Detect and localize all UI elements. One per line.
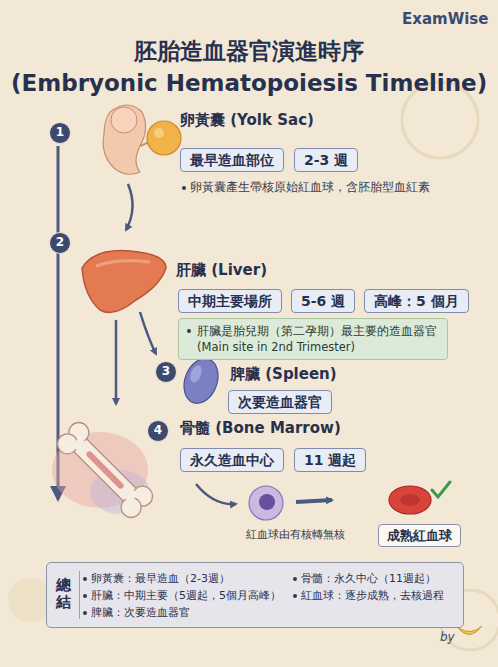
summary-panel: 總結 卵黃囊：最早造血（2-3週） 肝臟：中期主要（5週起，5個月高峰） 脾臟：次要造…	[46, 562, 464, 628]
callout-number: 2	[49, 232, 71, 254]
node-text: 最早造血部位	[190, 151, 274, 169]
stage-heading: 脾臟 (Spleen)	[230, 364, 337, 384]
stage-heading: 骨髓 (Bone Marrow)	[180, 418, 341, 438]
node-text: 永久造血中心	[190, 451, 274, 469]
bullet-dot	[293, 594, 297, 598]
caption-text: 紅血球由有核轉無核	[246, 528, 345, 542]
node-text: 卵黃囊：最早造血（2-3週）	[91, 572, 230, 586]
bullet-dot	[83, 611, 87, 615]
main-title: 胚胎造血器官演進時序	[134, 36, 364, 66]
callout-number: 1	[49, 122, 71, 144]
node-text: 紅血球：逐步成熟，去核過程	[301, 589, 444, 603]
divider-line	[79, 571, 80, 619]
bullet-dot	[293, 577, 297, 581]
info-tag: 高峰：5 個月	[364, 289, 469, 313]
subtitle: (Embryonic Hematopoiesis Timeline)	[11, 68, 487, 98]
node-text: 成熟紅血球	[387, 527, 452, 544]
info-tag: 永久造血中心	[180, 448, 284, 472]
node-text: 骨髓：永久中心（11週起）	[301, 572, 436, 586]
node-text: 2-3 週	[304, 151, 348, 169]
info-tag: 2-3 週	[294, 148, 358, 172]
result-box: 成熟紅血球	[378, 524, 461, 547]
brand-mark: ExamWise	[402, 10, 488, 28]
callout-number: 4	[147, 420, 169, 442]
callout-number: 3	[155, 361, 177, 383]
stage-heading: 卵黃囊 (Yolk Sac)	[180, 110, 314, 130]
node-text: 總結	[56, 577, 71, 610]
stage-heading: 肝臟 (Liver)	[176, 260, 267, 280]
node-text: 5-6 週	[301, 292, 345, 310]
info-tag: 5-6 週	[291, 289, 355, 313]
node-text: 2	[50, 233, 70, 252]
node-text: 11 週起	[304, 451, 356, 469]
info-tag: 11 週起	[294, 448, 366, 472]
info-tag: 最早造血部位	[180, 148, 284, 172]
info-tag: 次要造血器官	[228, 390, 332, 414]
credit-text: by	[440, 630, 455, 644]
node-text: 脾臟：次要造血器官	[91, 606, 190, 620]
node-text: 肝臟：中期主要（5週起，5個月高峰）	[91, 589, 281, 603]
node-text: 1	[50, 123, 70, 142]
bullet-dot	[187, 329, 191, 333]
node-text: 中期主要場所	[188, 292, 272, 310]
info-tag: 中期主要場所	[178, 289, 282, 313]
bullet-dot	[83, 594, 87, 598]
node-text: 4	[148, 421, 168, 440]
node-text: 高峰：5 個月	[374, 292, 459, 310]
node-text: 次要造血器官	[238, 393, 322, 411]
note-text: 卵黃囊產生帶核原始紅血球，含胚胎型血紅素	[190, 180, 430, 195]
node-text: 3	[156, 362, 176, 381]
node-text: (Main site in 2nd Trimester)	[197, 339, 437, 355]
note-box: 肝臟是胎兒期（第二孕期）最主要的造血器官(Main site in 2nd Tr…	[178, 318, 448, 360]
node-text: 肝臟是胎兒期（第二孕期）最主要的造血器官	[197, 323, 437, 339]
bullet-dot	[83, 577, 87, 581]
